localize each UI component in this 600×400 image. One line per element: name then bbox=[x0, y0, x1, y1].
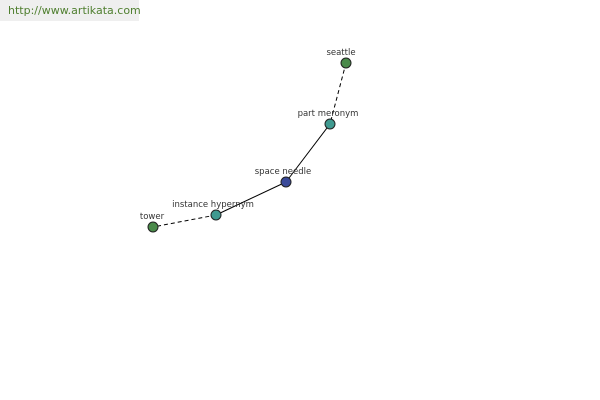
edges-layer bbox=[152, 62, 347, 228]
node-tower[interactable] bbox=[147, 221, 159, 233]
node-label-instance-hypernym: instance hypernym bbox=[172, 200, 254, 210]
node-label-space-needle: space needle bbox=[255, 167, 311, 177]
nodes-layer bbox=[147, 57, 352, 233]
node-label-tower: tower bbox=[140, 212, 165, 222]
node-instance-hypernym[interactable] bbox=[210, 209, 222, 221]
labels-layer: seattle part meronym space needle instance … bbox=[140, 48, 359, 222]
edge-seattle-to-part-meronym bbox=[329, 62, 347, 125]
node-label-part-meronym: part meronym bbox=[298, 109, 359, 119]
node-space-needle[interactable] bbox=[280, 176, 292, 188]
node-seattle[interactable] bbox=[340, 57, 352, 69]
url-banner: http://www.artikata.com bbox=[0, 0, 141, 21]
node-part-meronym[interactable] bbox=[324, 118, 336, 130]
edge-part-meronym-to-space-needle bbox=[285, 123, 331, 183]
edge-instance-hypernym-to-tower bbox=[152, 214, 217, 228]
site-url-link[interactable]: http://www.artikata.com bbox=[8, 4, 141, 17]
node-label-seattle: seattle bbox=[326, 48, 355, 58]
edge-space-needle-to-instance-hypernym bbox=[215, 181, 287, 216]
